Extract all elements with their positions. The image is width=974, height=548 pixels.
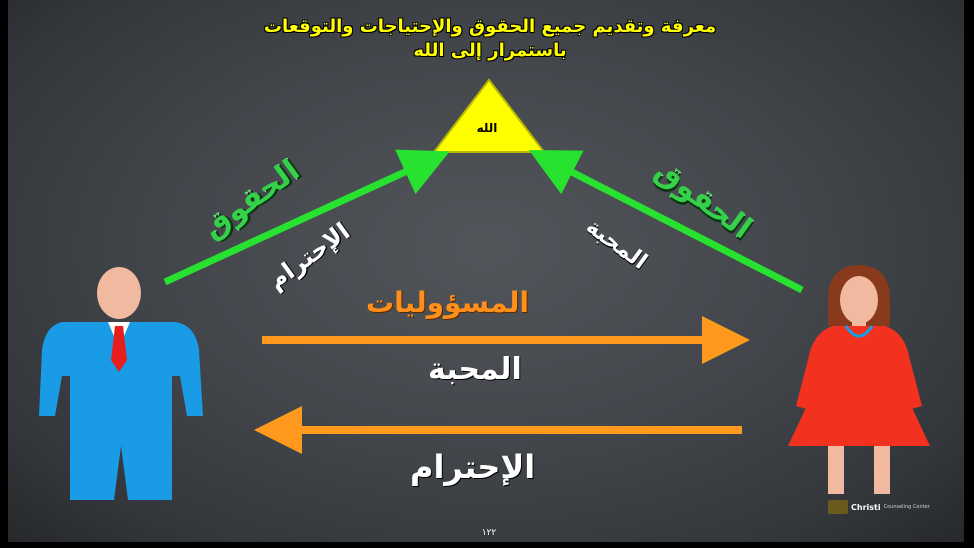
- woman-figure-icon: [788, 265, 930, 494]
- love-label: المحبة: [428, 352, 522, 387]
- man-figure-icon: [39, 267, 203, 500]
- rights-arrow-right: [528, 150, 804, 294]
- counseling-center-logo: Christi Counseling Center: [828, 498, 948, 516]
- title-line-1: معرفة وتقديم جميع الحقوق والإحتياجات وال…: [263, 16, 717, 37]
- right-edge: [964, 0, 974, 548]
- responsibilities-label: المسؤوليات: [366, 286, 529, 319]
- page-number: ١٢٢: [481, 528, 497, 538]
- bottom-edge: [0, 542, 974, 548]
- logo-subtext: Counseling Center: [883, 504, 930, 510]
- logo-word: Christi: [851, 502, 881, 512]
- triangle-label: الله: [476, 121, 498, 135]
- triangle-icon: [431, 78, 547, 153]
- logo-mark-icon: [828, 500, 848, 514]
- rights-arrow-left: [163, 149, 450, 286]
- title-line-2: باستمرار إلى الله: [413, 40, 567, 61]
- left-edge: [0, 0, 8, 548]
- respect-label: الإحترام: [410, 448, 536, 486]
